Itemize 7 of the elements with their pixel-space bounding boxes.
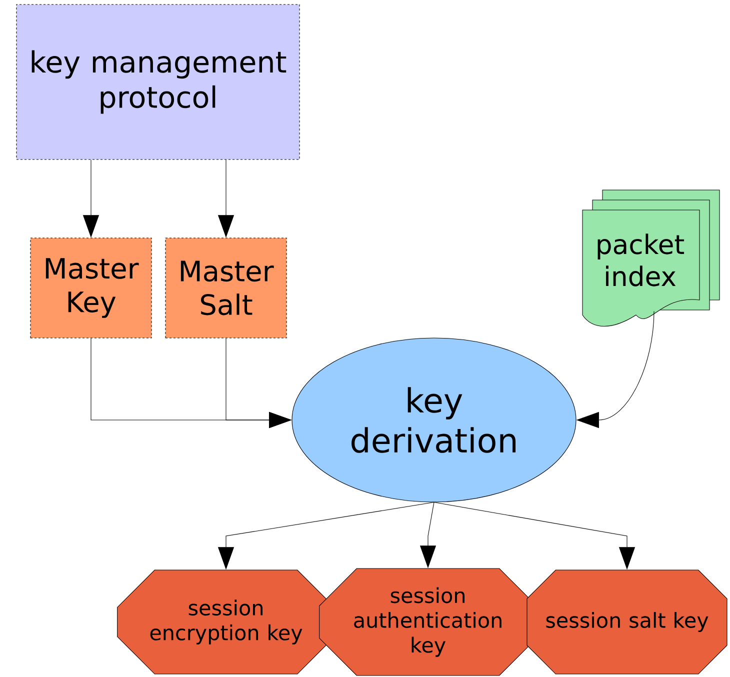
octagon-box: session salt key bbox=[526, 570, 728, 674]
document-stack: packet index bbox=[582, 190, 720, 327]
octagon-box: session authentication key bbox=[319, 568, 537, 676]
protocol-box: key management protocol bbox=[16, 4, 300, 160]
key-box: Master Salt bbox=[165, 238, 287, 338]
octagon-box: session encryption key bbox=[117, 570, 335, 674]
key-box: Master Key bbox=[30, 238, 152, 338]
